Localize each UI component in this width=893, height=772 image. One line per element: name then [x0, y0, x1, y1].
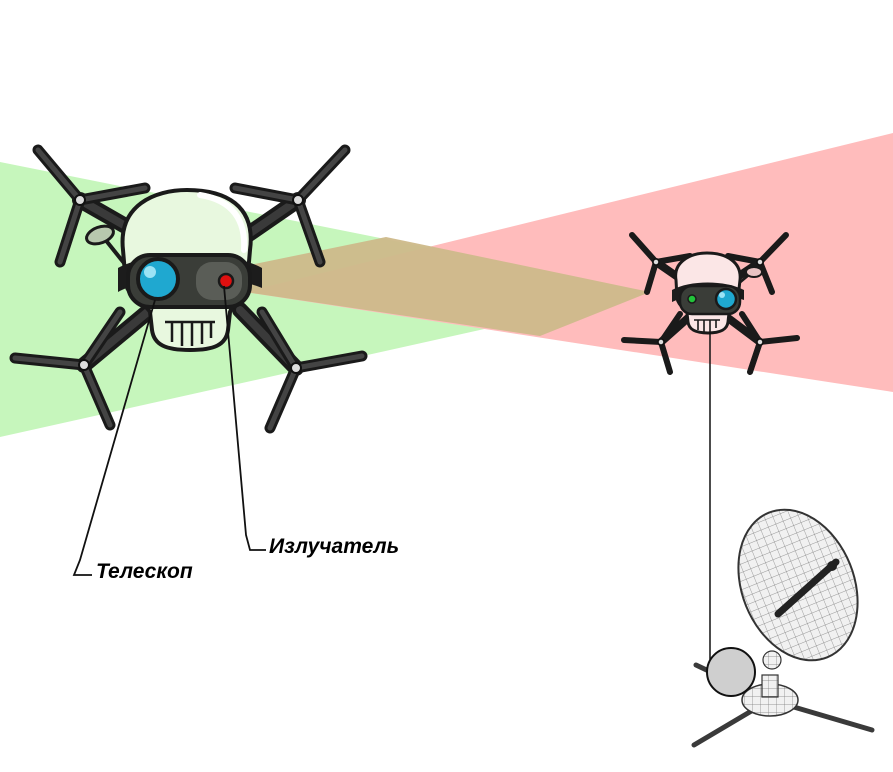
emitter-label: Излучатель	[269, 535, 399, 558]
emitter-callout: Излучатель	[223, 285, 399, 558]
telescope-lens	[136, 257, 180, 301]
telescope-callout: Телескоп	[72, 299, 193, 583]
skull-drone-icon	[118, 187, 262, 353]
telescope-label: Телескоп	[96, 560, 193, 583]
propeller-icon	[621, 232, 800, 375]
telescope-lens	[714, 287, 738, 311]
red-beam	[245, 133, 893, 392]
skull-drone-icon	[672, 251, 744, 335]
drone-large	[9, 144, 368, 434]
satellite-dish-icon	[691, 508, 875, 748]
emitter-green-dot	[687, 294, 697, 304]
emitter-red-dot	[217, 272, 235, 290]
drone-small	[621, 232, 800, 375]
beam-overlap	[245, 237, 650, 336]
